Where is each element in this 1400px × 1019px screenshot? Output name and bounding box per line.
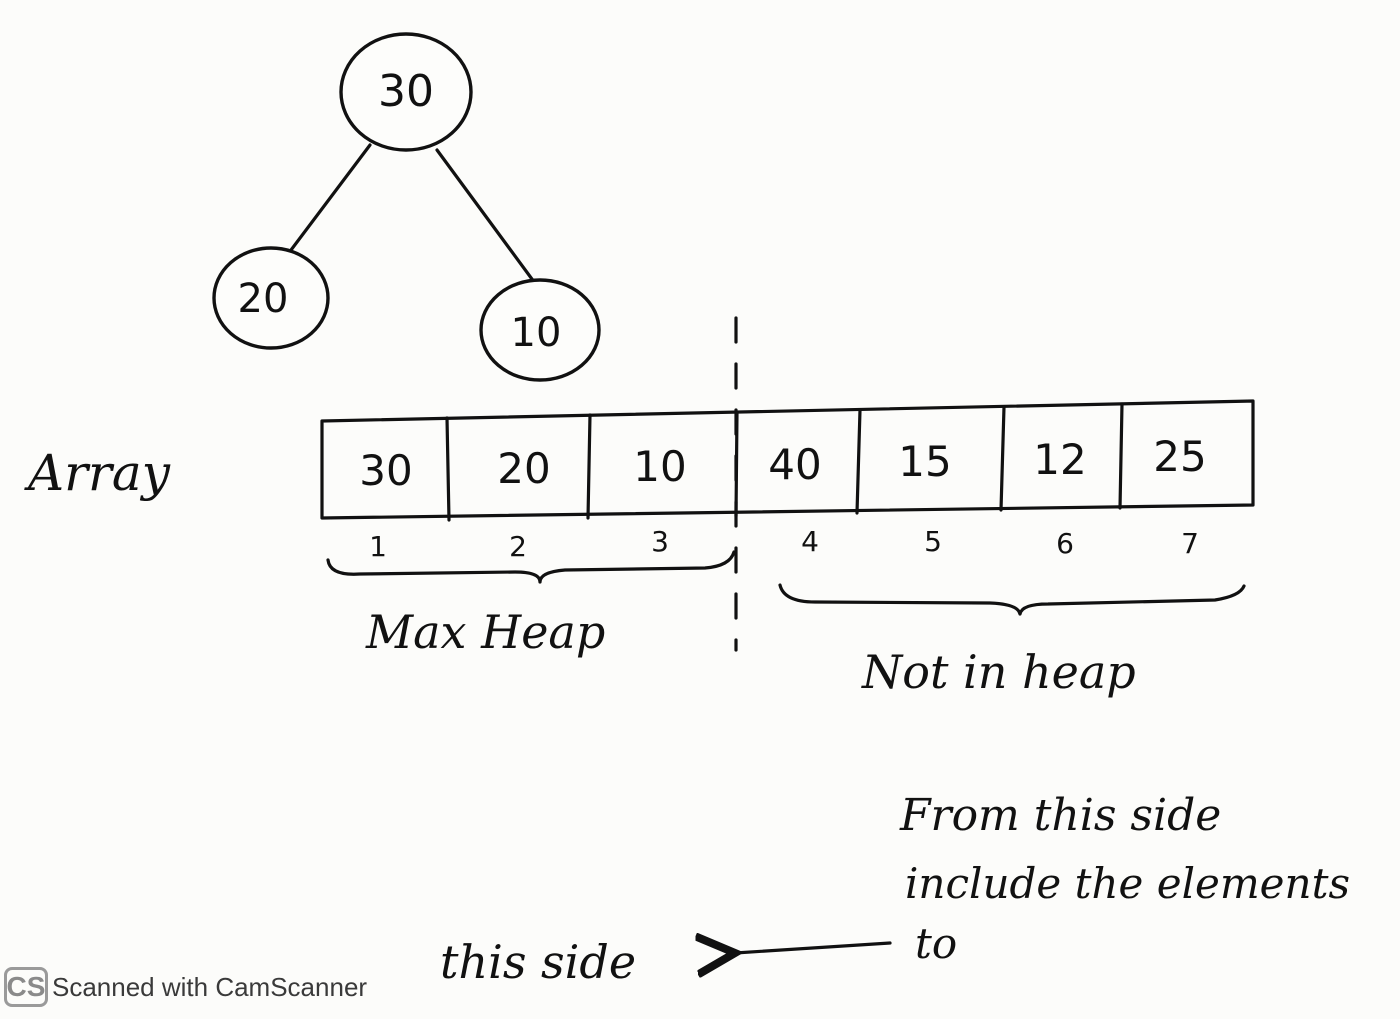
- camscanner-logo: CS: [4, 967, 48, 1007]
- note-target-label: this side: [440, 935, 636, 989]
- tree-node-root: 30: [339, 32, 473, 152]
- tree-edge-left: [283, 143, 372, 260]
- array-divider: [734, 410, 739, 518]
- tree-node-root-value: 30: [378, 66, 434, 117]
- array-divider: [1118, 402, 1124, 510]
- array-cell-2: 20: [497, 444, 550, 493]
- tree-node-left: 20: [212, 246, 330, 350]
- array-divider: [445, 416, 451, 522]
- array-divider: [999, 405, 1006, 512]
- not-in-heap-brace: [778, 583, 1246, 616]
- array-index-2: 2: [509, 530, 527, 563]
- max-heap-label: Max Heap: [365, 605, 605, 659]
- tree-node-left-value: 20: [238, 276, 289, 322]
- array-index-6: 6: [1056, 527, 1074, 560]
- array-index-3: 3: [651, 525, 669, 558]
- note-line-1: From this side: [899, 790, 1221, 841]
- array-cell-7: 25: [1153, 432, 1206, 481]
- array-divider: [855, 408, 862, 515]
- array-cell-1: 30: [359, 446, 412, 495]
- tree-node-right: 10: [479, 278, 601, 382]
- array-cell-3: 10: [633, 442, 686, 491]
- direction-arrow: [735, 943, 892, 953]
- tree-node-right-value: 10: [511, 310, 562, 356]
- array-cell-5: 15: [898, 437, 951, 486]
- camscanner-watermark: CS Scanned with CamScanner: [4, 967, 367, 1007]
- array-cell-6: 12: [1033, 435, 1086, 484]
- note-line-3: to: [915, 919, 957, 968]
- camscanner-text: Scanned with CamScanner: [52, 971, 368, 1002]
- array-outline: [320, 399, 1255, 520]
- not-in-heap-label: Not in heap: [861, 645, 1136, 699]
- tree-edge-right: [435, 148, 542, 292]
- array-index-5: 5: [924, 525, 942, 558]
- array-index-7: 7: [1181, 527, 1199, 560]
- array-box: [320, 399, 1255, 522]
- array-divider: [586, 413, 592, 520]
- array-index-4: 4: [801, 525, 819, 558]
- array-cell-4: 40: [768, 440, 821, 489]
- array-label: Array: [24, 444, 171, 502]
- note-line-2: include the elements: [905, 859, 1350, 908]
- max-heap-brace: [326, 550, 736, 584]
- array-index-1: 1: [369, 530, 387, 563]
